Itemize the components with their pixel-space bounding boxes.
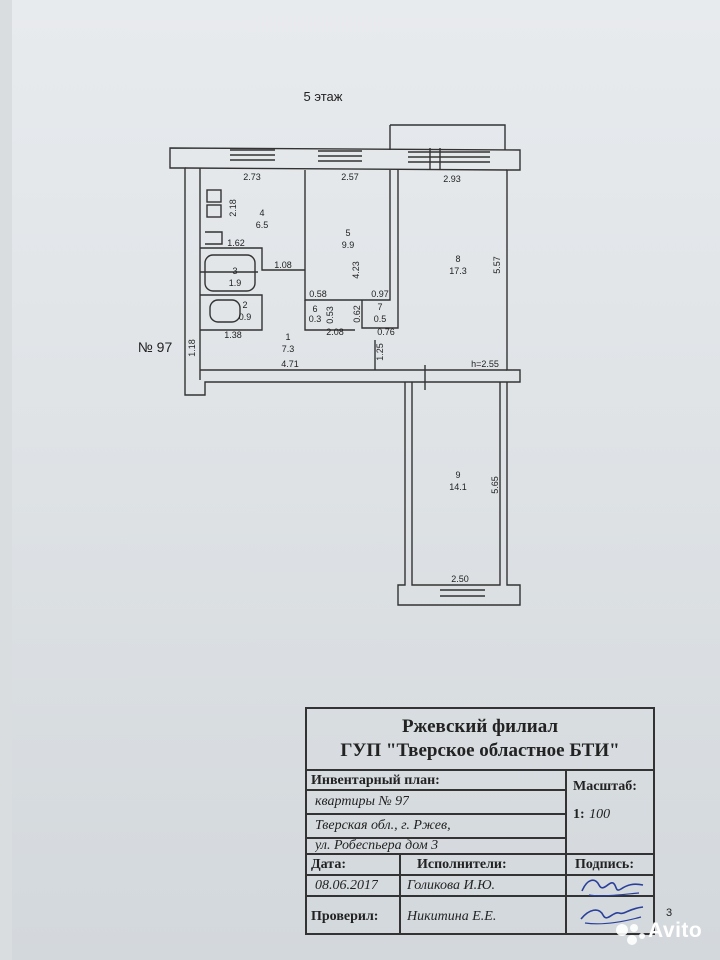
checked-label: Проверил: (311, 909, 379, 924)
dim-corr-w: 2.08 (326, 327, 344, 337)
room-2-number: 2 (242, 300, 247, 310)
dim-closet-h: 0.62 (352, 305, 362, 323)
room-3-area: 1.9 (229, 278, 242, 288)
dim-room8-h: 5.57 (492, 256, 502, 274)
inventory-label: Инвентарный план: (311, 773, 440, 788)
signature-1-icon (581, 879, 644, 897)
signature-label: Подпись: (575, 857, 634, 872)
dim-room5-h: 4.23 (351, 261, 361, 279)
title-block: Ржевский филиал ГУП "Тверское областное … (305, 707, 655, 935)
room-8-area: 17.3 (449, 266, 467, 276)
room-6-area: 0.3 (309, 314, 322, 324)
signature-2-icon (580, 906, 644, 925)
dim-hall-w: 4.71 (281, 359, 299, 369)
dim-pantry-h: 0.53 (325, 306, 335, 324)
dim-hall-left: 1.18 (187, 339, 197, 357)
page-number: 3 (666, 907, 673, 919)
dim-room9-h: 5.65 (490, 476, 500, 494)
title-block-header: Ржевский филиал ГУП "Тверское областное … (307, 709, 653, 771)
room-3-number: 3 (232, 266, 237, 276)
floor-plan: 5 этаж № 97 h=2.55 2.73 2.57 2.93 2.18 1… (138, 89, 521, 606)
executor-value: Голикова И.Ю. (407, 878, 496, 893)
date-value: 08.06.2017 (315, 878, 378, 893)
address-line-1: Тверская обл., г. Ржев, (315, 818, 451, 833)
org-line-1: Ржевский филиал (401, 716, 559, 737)
scale-value-row: 1: 100 (573, 805, 610, 823)
apartment-label: № 97 (138, 339, 173, 355)
room-1-area: 7.3 (282, 344, 295, 354)
room-1-number: 1 (285, 332, 290, 342)
avito-watermark: Avito (648, 919, 703, 942)
dim-pantry-w: 0.58 (309, 289, 327, 299)
room-4-area: 6.5 (256, 220, 269, 230)
avito-logo-icon (616, 924, 645, 945)
floor-label: 5 этаж (304, 89, 343, 104)
date-label: Дата: (311, 857, 346, 872)
org-line-2: ГУП "Тверское областное БТИ" (340, 740, 620, 761)
dim-bath-width: 1.62 (227, 238, 245, 248)
room-6-number: 6 (312, 304, 317, 314)
dim-top-right: 2.93 (443, 174, 461, 184)
room-9-area: 14.1 (449, 482, 467, 492)
room-5-area: 9.9 (342, 240, 355, 250)
apartment-value: квартиры № 97 (315, 794, 410, 809)
dim-bath-door: 1.08 (274, 260, 292, 270)
dim-wc-width: 1.38 (224, 330, 242, 340)
dim-corr-right: 0.76 (377, 327, 395, 337)
room-2-area: 0.9 (239, 312, 252, 322)
room-5-number: 5 (345, 228, 350, 238)
dim-top-left: 2.73 (243, 172, 261, 182)
executors-label: Исполнители: (417, 857, 507, 872)
dim-kitchen-side: 2.18 (228, 199, 238, 217)
scale-label: Масштаб: (573, 779, 637, 794)
scale-value: 100 (589, 807, 611, 822)
document-sheet (12, 0, 720, 960)
room-7-number: 7 (377, 302, 382, 312)
dim-closet-w: 0.97 (371, 289, 389, 299)
dim-top-mid: 2.57 (341, 172, 359, 182)
dim-hall-r: 1.25 (375, 343, 385, 361)
dim-room9-w: 2.50 (451, 574, 469, 584)
address-line-2: ул. Робеспьера дом 3 (315, 838, 439, 853)
ceiling-height: h=2.55 (471, 359, 499, 369)
room-7-area: 0.5 (374, 314, 387, 324)
room-4-number: 4 (259, 208, 264, 218)
scale-prefix: 1: (573, 807, 585, 822)
checked-value: Никитина Е.Е. (407, 909, 497, 924)
room-9-number: 9 (455, 470, 460, 480)
room-8-number: 8 (455, 254, 460, 264)
